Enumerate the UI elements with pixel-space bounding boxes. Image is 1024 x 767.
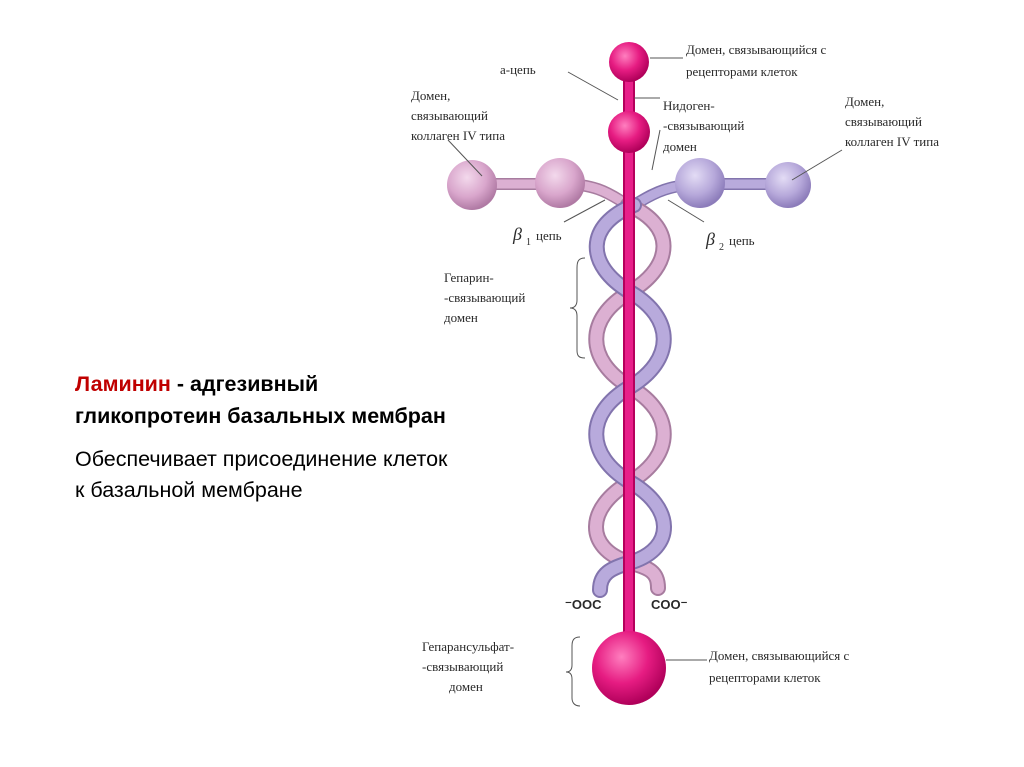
collagen-binding-label-left: Домен, связывающий коллаген IV типа xyxy=(411,88,505,143)
beta1-globule xyxy=(535,158,585,208)
svg-text:цепь: цепь xyxy=(536,228,562,243)
beta1-chain-label: β 1 цепь xyxy=(512,224,562,248)
heading-accent: Ламинин xyxy=(75,372,171,396)
beta2-arm xyxy=(634,158,811,208)
svg-text:β: β xyxy=(705,229,715,249)
receptor-binding-globule-top xyxy=(609,42,649,82)
top-receptor-label: Домен, связывающийся с рецепторами клето… xyxy=(686,42,830,79)
svg-text:2: 2 xyxy=(719,242,724,253)
receptor-binding-globule-bottom xyxy=(592,631,666,705)
nidogen-binding-globule xyxy=(608,111,650,153)
collagen-binding-label-right: Домен, связывающий коллаген IV типа xyxy=(845,94,939,149)
nidogen-binding-label: Нидоген- -связывающий домен xyxy=(663,98,748,154)
alpha-chain-label: а-цепь xyxy=(500,62,536,77)
collagen-binding-globule-left xyxy=(447,160,497,210)
slide-body: Обеспечивает присоединение клеток к база… xyxy=(75,444,455,506)
collagen-binding-globule-right xyxy=(765,162,811,208)
beta2-globule xyxy=(675,158,725,208)
bottom-receptor-label: Домен, связывающийся с рецепторами клето… xyxy=(709,648,853,685)
c-terminal-left: ⁻OOC xyxy=(565,597,602,612)
c-terminal-right: COO⁻ xyxy=(651,597,688,612)
slide-text: Ламинин - адгезивный гликопротеин базаль… xyxy=(75,368,455,506)
heparansulfate-binding-label: Гепарансульфат- -связывающий домен xyxy=(422,639,517,694)
svg-text:β: β xyxy=(512,224,522,244)
slide-heading: Ламинин - адгезивный гликопротеин базаль… xyxy=(75,368,455,432)
beta2-chain-label: β 2 цепь xyxy=(705,229,755,253)
svg-text:цепь: цепь xyxy=(729,233,755,248)
svg-text:1: 1 xyxy=(526,237,531,248)
heparin-binding-label: Гепарин- -связывающий домен xyxy=(444,270,529,325)
